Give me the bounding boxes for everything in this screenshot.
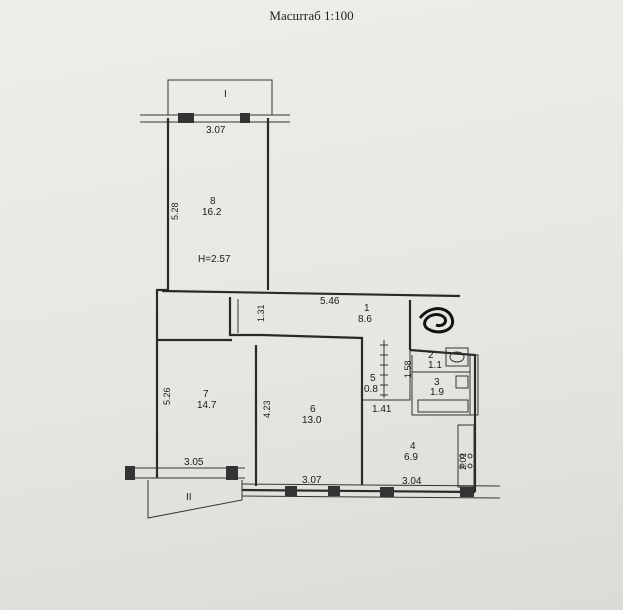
balcony-bottom-label: II bbox=[186, 492, 192, 503]
room-1-area: 8.6 bbox=[358, 314, 372, 325]
dim-room8-height: 5.28 bbox=[170, 202, 180, 220]
height-label: H=2.57 bbox=[198, 254, 231, 265]
room-3-area: 1.9 bbox=[430, 387, 444, 398]
balcony-bottom bbox=[147, 480, 243, 519]
dim-hall-depth: 1.31 bbox=[256, 304, 266, 322]
room-5-area: 0.8 bbox=[364, 384, 378, 395]
room-4-number: 4 bbox=[410, 441, 416, 452]
room-2-area: 1.1 bbox=[428, 360, 442, 371]
scale-title: Масштаб 1:100 bbox=[269, 8, 354, 23]
room-7-number: 7 bbox=[203, 389, 209, 400]
door-marks bbox=[380, 340, 388, 398]
room-6-area: 13.0 bbox=[302, 415, 322, 426]
dim-top-window: 3.07 bbox=[206, 125, 226, 136]
interior-walls bbox=[157, 297, 475, 486]
dim-room6-width: 3.07 bbox=[302, 475, 322, 486]
room-6-number: 6 bbox=[310, 404, 316, 415]
room-3-number: 3 bbox=[434, 377, 440, 388]
room-8-area: 16.2 bbox=[202, 207, 222, 218]
room-8-number: 8 bbox=[210, 196, 216, 207]
dim-bath-depth: 1.58 bbox=[403, 360, 413, 378]
dim-room7-width: 3.05 bbox=[184, 457, 204, 468]
scribble-mark bbox=[418, 307, 455, 334]
room-4-area: 6.9 bbox=[404, 452, 418, 463]
balcony-top-label: I bbox=[224, 89, 227, 100]
room-2-number: 2 bbox=[428, 350, 434, 361]
dim-kitchen-width: 3.04 bbox=[402, 476, 422, 487]
bottom-windows bbox=[125, 466, 501, 499]
balcony-top bbox=[140, 79, 290, 123]
dim-kitchen-depth: 2.01 bbox=[458, 452, 468, 470]
dim-room6-height: 4.23 bbox=[262, 400, 272, 418]
room-5-number: 5 bbox=[370, 373, 376, 384]
bathroom-fixtures bbox=[417, 347, 479, 416]
dim-hall-length: 5.46 bbox=[320, 296, 340, 307]
room-7-area: 14.7 bbox=[197, 400, 217, 411]
dim-room7-height: 5.26 bbox=[162, 387, 172, 405]
dim-closet-width: 1.41 bbox=[372, 404, 392, 415]
outer-walls bbox=[155, 118, 477, 494]
room-1-number: 1 bbox=[364, 303, 370, 314]
